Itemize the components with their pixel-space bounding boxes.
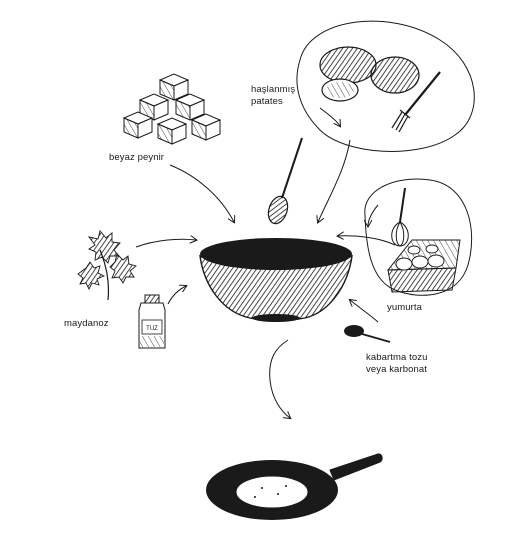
label-baking-powder-line1: kabartma tozu [366,352,428,363]
fork-icon [391,71,441,133]
label-boiled-potatoes: haşlanmış patates [251,84,295,108]
arrow-potato-label [319,107,340,126]
arrow-bowl-to-pan [269,339,290,418]
measuring-spoon-icon [344,325,391,343]
label-white-cheese: beyaz peynir [109,152,165,163]
label-boiled-potatoes-line1: haşlanmış [251,84,296,95]
salt-jar-label: TUZ [146,326,158,332]
arrow-eggs-to-bowl [338,236,396,246]
label-baking-powder-line2: veya karbonat [366,364,427,375]
parsley-icon [77,230,137,301]
arrow-whisk [368,204,379,226]
arrow-potato-to-bowl [318,139,351,222]
egg-bubble [364,178,473,296]
label-parsley: maydanoz [64,318,109,329]
whisk-icon [391,187,409,247]
potatoes-icon [319,46,420,102]
arrow-cheese-to-bowl [169,164,234,222]
label-baking-powder: kabartma tozu veya karbonat [366,352,428,376]
arrow-powder-to-bowl [350,300,379,323]
white-cheese-icon [122,73,222,145]
frying-pan-icon [206,453,383,520]
label-boiled-potatoes-line2: patates [251,96,283,107]
label-eggs: yumurta [387,302,423,313]
arrow-parsley-to-bowl [135,239,196,248]
potato-bubble [296,20,475,152]
salt-jar-icon: TUZ [138,294,166,349]
arrow-salt-to-bowl [167,286,186,305]
egg-carton-icon [386,239,461,293]
flow-arrows [135,107,396,418]
spoon-icon [267,137,303,225]
mixing-bowl-icon [199,238,353,322]
